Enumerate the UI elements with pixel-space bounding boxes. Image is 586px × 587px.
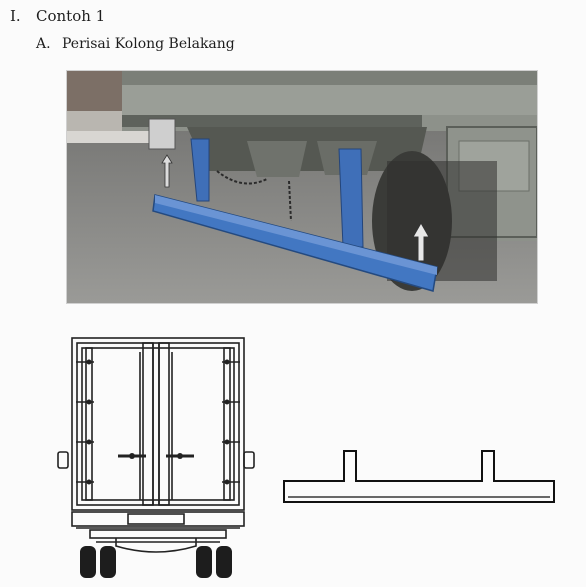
section-title: Contoh 1 <box>36 7 106 25</box>
truck-rear-view-drawing <box>56 332 266 582</box>
guard-profile-drawing <box>278 446 560 510</box>
subsection-letter: A. <box>36 36 51 52</box>
subsection-heading: A. Perisai Kolong Belakang <box>36 36 235 52</box>
subsection-title: Perisai Kolong Belakang <box>62 36 235 52</box>
section-number: I. <box>10 7 21 25</box>
underrun-guard-photo <box>66 70 538 304</box>
underrun-guard-photo-icon <box>67 71 537 303</box>
truck-rear-view-drawing-icon <box>57 337 255 578</box>
guard-profile-drawing-icon <box>283 450 555 503</box>
section-heading: I. Contoh 1 <box>10 7 105 25</box>
